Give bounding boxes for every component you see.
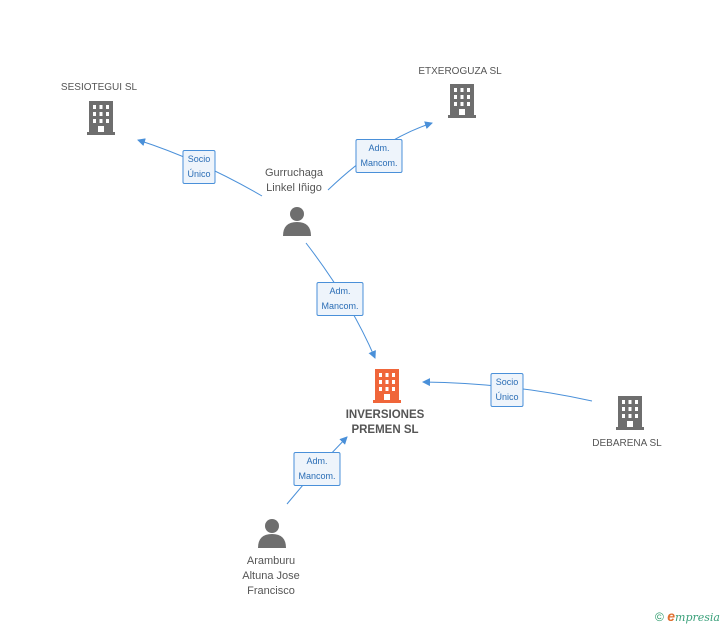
building-icon[interactable] — [87, 101, 115, 135]
copyright-icon: © — [655, 610, 664, 624]
edge-label-line: Adm. — [306, 456, 328, 466]
edge-label-line: Socio — [495, 377, 519, 387]
brand-logo-text: mpresia — [675, 611, 720, 624]
company-name[interactable]: SESIOTEGUI SL — [60, 82, 138, 93]
person-name-line[interactable]: Gurruchaga — [264, 167, 324, 179]
edge-label-line: Único — [187, 169, 211, 179]
edge-label-line: Mancom. — [298, 471, 336, 481]
company-name[interactable]: DEBARENA SL — [592, 438, 662, 449]
edge-label-adm-mancom: Adm. Mancom. — [293, 452, 341, 486]
building-icon[interactable] — [448, 84, 476, 118]
edge-label-line: Socio — [187, 154, 211, 164]
edge-label-adm-mancom: Adm. Mancom. — [355, 139, 403, 173]
brand-logo-initial: e — [667, 608, 676, 624]
edge-label-adm-mancom: Adm. Mancom. — [316, 282, 364, 316]
edge-label-line: Único — [495, 392, 519, 402]
person-name-line[interactable]: Aramburu — [246, 555, 296, 567]
person-name-line[interactable]: Francisco — [247, 585, 295, 597]
node-label-inversiones[interactable]: INVERSIONES PREMEN SL — [346, 408, 425, 438]
copyright-footer: © empresia — [655, 608, 720, 624]
edge-label-line: Mancom. — [321, 301, 359, 311]
node-label-etxeroguza[interactable]: ETXEROGUZA SL — [418, 64, 501, 79]
person-name-line[interactable]: Linkel Iñigo — [266, 182, 322, 194]
person-icon[interactable] — [283, 207, 311, 236]
building-icon[interactable] — [616, 396, 644, 430]
person-name-line[interactable]: Altuna Jose — [242, 570, 300, 582]
edge-label-socio-unico: Socio Único — [182, 150, 216, 184]
node-label-gurruchaga[interactable]: Gurruchaga Linkel Iñigo — [265, 166, 323, 196]
node-label-aramburu[interactable]: Aramburu Altuna Jose Francisco — [242, 554, 299, 599]
company-name[interactable]: ETXEROGUZA SL — [418, 66, 502, 77]
edge-label-line: Adm. — [329, 286, 351, 296]
edge-label-socio-unico: Socio Único — [490, 373, 524, 407]
node-label-sesiotegui[interactable]: SESIOTEGUI SL — [61, 80, 137, 95]
node-label-debarena[interactable]: DEBARENA SL — [592, 436, 661, 451]
edge-label-line: Mancom. — [360, 158, 398, 168]
person-icon[interactable] — [258, 519, 286, 548]
company-name-line[interactable]: PREMEN SL — [351, 424, 419, 436]
main-building-icon[interactable] — [373, 369, 401, 403]
company-name-line[interactable]: INVERSIONES — [345, 409, 425, 421]
edge-label-line: Adm. — [368, 143, 390, 153]
